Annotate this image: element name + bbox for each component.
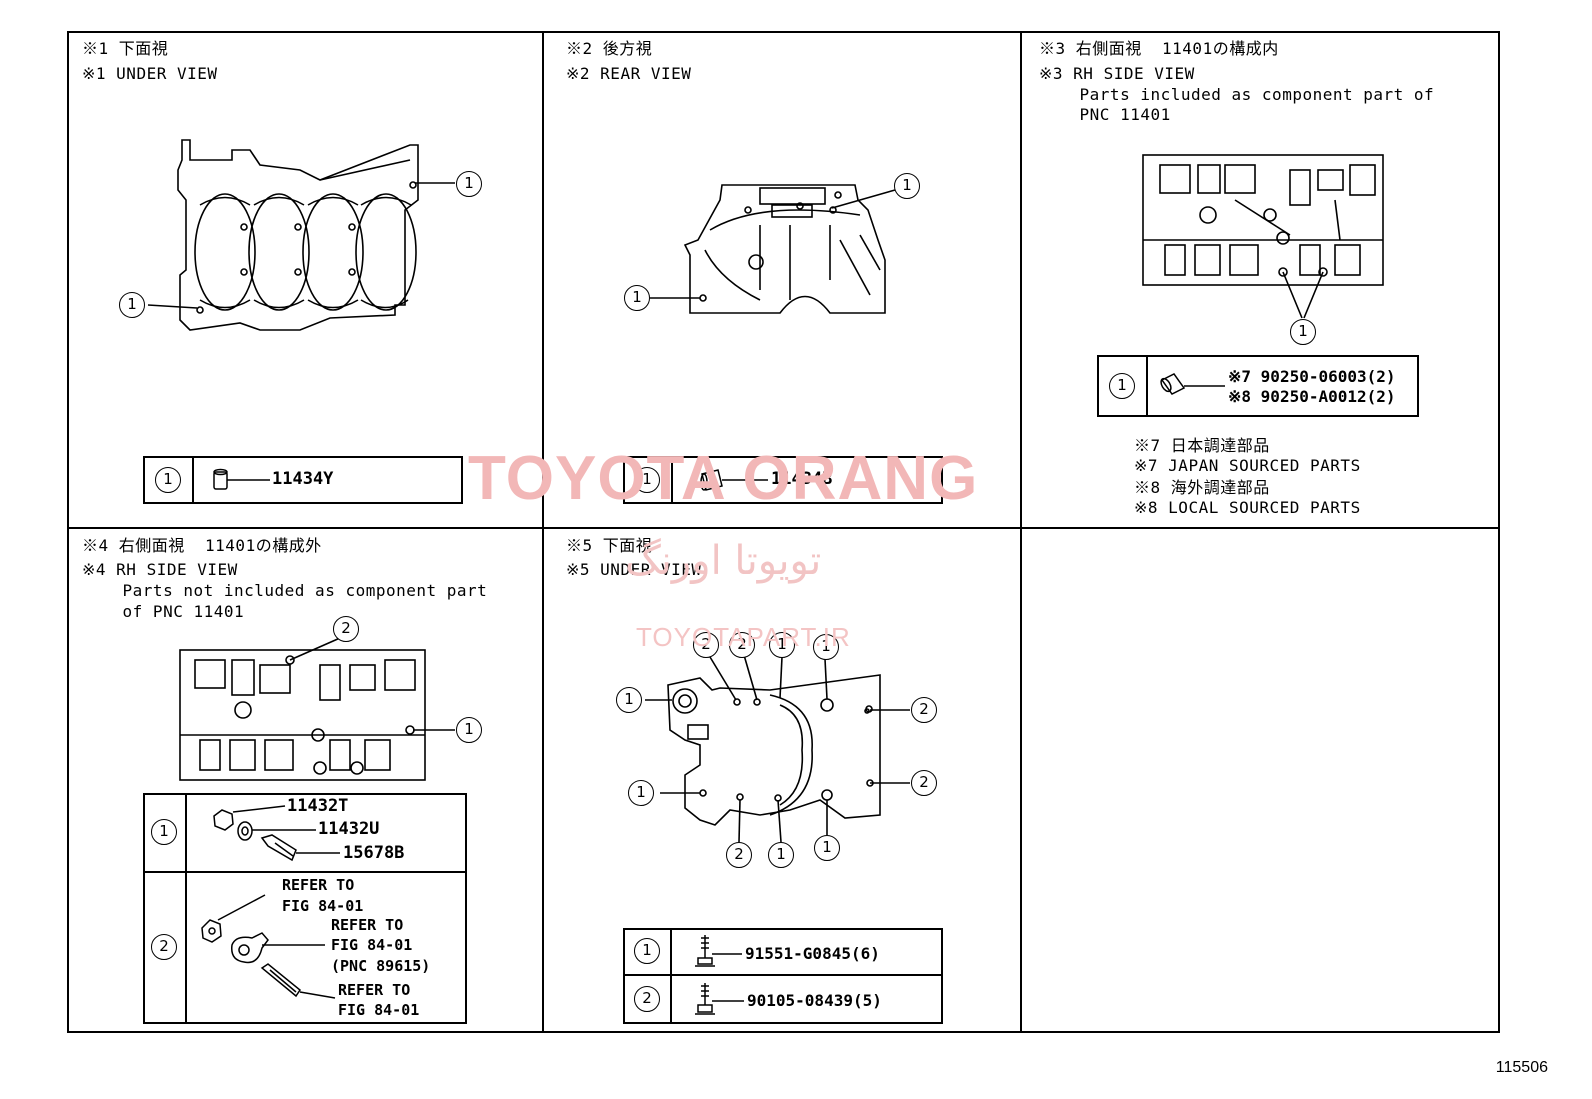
panel1-part-number: 11434Y [272,469,334,489]
panel5-title-jp: ※5 下面視 [566,536,653,555]
sheet-number: 115506 [1495,1059,1548,1076]
panel1-parts-table [143,456,463,504]
panel3-parts-table [1097,355,1419,417]
panel5-table-divider-h [623,974,943,976]
panel2-callout-1b: 1 [624,285,650,311]
panel4-part-15678B: 15678B [343,843,405,863]
panel3-part-row1: ※7 90250-06003(2) [1228,367,1396,386]
panel5-table-callout-2: 2 [634,986,660,1012]
panel5-title-en: ※5 UNDER VIEW [566,560,702,579]
panel5-callout-2c: 2 [911,697,937,723]
panel3-part-row2: ※8 90250-A0012(2) [1228,387,1396,406]
panel4-table-divider-v [185,793,187,1024]
panel1-callout-1a: 1 [456,171,482,197]
panel3-title-en: ※3 RH SIDE VIEW [1039,64,1195,83]
panel5-callout-2b: 2 [729,632,755,658]
panel5-callout-1d: 1 [768,842,794,868]
panel2-parts-table [623,456,943,504]
panel4-ref-2a: REFER TO [331,916,404,934]
panel5-callout-2a: 2 [693,632,719,658]
panel5-callout-1a: 1 [769,632,795,658]
panel3-pnc: PNC 11401 [1039,105,1171,124]
panel4-description: Parts not included as component part [82,581,488,600]
panel2-table-callout: 1 [634,467,660,493]
panel5-table-callout-1: 1 [634,938,660,964]
panel5-part-row2: 90105-08439(5) [747,991,882,1010]
panel4-ref-2b: FIG 84-01 [331,936,413,954]
panel3-note-4: ※8 LOCAL SOURCED PARTS [1134,498,1361,517]
panel5-callout-1f: 1 [628,780,654,806]
panel4-table-callout-2: 2 [151,934,177,960]
panel4-table-callout-1: 1 [151,819,177,845]
panel2-table-divider [671,456,673,504]
panel3-description: Parts included as component part of [1039,85,1435,104]
panel1-table-callout: 1 [155,467,181,493]
panel5-parts-table [623,928,943,1024]
grid-divider-h [67,527,1500,529]
panel4-ref-3b: FIG 84-01 [338,1001,420,1019]
panel4-ref-1b: FIG 84-01 [282,897,364,915]
panel3-note-2: ※7 JAPAN SOURCED PARTS [1134,456,1361,475]
panel2-title-jp: ※2 後方視 [566,39,653,58]
panel5-callout-2e: 2 [726,842,752,868]
grid-divider-v1 [542,31,544,1033]
panel4-ref-1a: REFER TO [282,876,355,894]
panel5-callout-2d: 2 [911,770,937,796]
panel4-title-en: ※4 RH SIDE VIEW [82,560,238,579]
panel1-callout-1b: 1 [119,292,145,318]
panel3-note-1: ※7 日本調達部品 [1134,436,1270,455]
panel3-note-3: ※8 海外調達部品 [1134,478,1270,497]
diagram-frame [67,31,1500,1033]
panel5-table-divider-v [670,928,672,1024]
panel4-title-jp: ※4 右側面視 11401の構成外 [82,536,322,555]
panel-empty [1022,529,1498,1031]
panel3-table-divider [1146,355,1148,417]
panel4-part-11432T: 11432T [287,796,349,816]
panel4-pnc: of PNC 11401 [82,602,245,621]
panel4-ref-3a: REFER TO [338,981,411,999]
grid-divider-v2 [1020,31,1022,1033]
panel1-title-en: ※1 UNDER VIEW [82,64,218,83]
panel3-callout-1: 1 [1290,319,1316,345]
panel2-callout-1a: 1 [894,173,920,199]
panel5-callout-1b: 1 [813,634,839,660]
panel1-title-jp: ※1 下面視 [82,39,169,58]
panel4-part-11432U: 11432U [318,819,380,839]
panel1-table-divider [192,456,194,504]
panel4-callout-1: 1 [456,717,482,743]
panel2-part-number: 11434B [771,469,833,489]
panel2-title-en: ※2 REAR VIEW [566,64,692,83]
panel4-parts-table [143,793,467,1024]
panel3-table-callout: 1 [1109,373,1135,399]
panel3-title-jp: ※3 右側面視 11401の構成内 [1039,39,1279,58]
panel4-ref-2c: (PNC 89615) [331,957,431,975]
panel5-callout-1c: 1 [616,687,642,713]
panel4-callout-2: 2 [333,616,359,642]
panel5-part-row1: 91551-G0845(6) [745,944,880,963]
panel5-callout-1e: 1 [814,835,840,861]
panel4-table-divider-h [143,871,467,873]
